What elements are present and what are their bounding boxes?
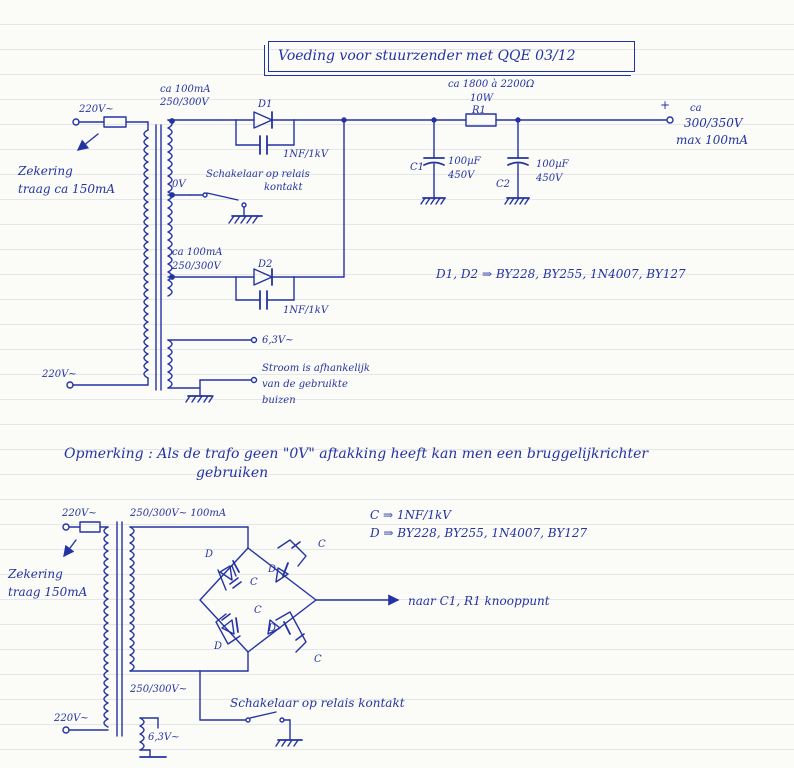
fuse-label-1: Zekering: [18, 164, 73, 178]
output-terminal-top: [666, 116, 674, 124]
resistor-value-label: ca 1800 à 2200Ω: [448, 79, 535, 90]
fuse-label-2: traag ca 150mA: [18, 182, 116, 196]
transformer-secondary-hv: [167, 119, 173, 297]
hv-winding-bottom-voltage: 250/300V: [172, 261, 221, 272]
capacitor-c1: [420, 117, 446, 205]
relay-switch-bottom: [199, 670, 303, 747]
mains-input-label-bottom: 220V~: [42, 369, 77, 380]
bottom-heater-voltage: 6,3V~: [148, 732, 180, 743]
fuse-symbol-bottom: [79, 521, 101, 533]
d2-label: D2: [258, 259, 273, 270]
bridge-d-label-3: D: [214, 641, 223, 652]
fuse-symbol: [103, 116, 127, 128]
transformer-secondary-bottom: [129, 526, 135, 672]
bottom-fuse-label-1: Zekering: [8, 567, 63, 581]
heater-winding-bottom: [139, 717, 167, 758]
relay-switch-top: [189, 192, 263, 224]
bridge-c-label-4: C: [314, 654, 322, 665]
output-label-3: max 100mA: [676, 133, 749, 147]
remark-line-2: gebruiken: [196, 465, 269, 481]
bridge-c-label-2: C: [318, 539, 326, 550]
c1-value-1: 100µF: [448, 156, 481, 167]
bottom-hv-winding-label: 250/300V~ 100mA: [130, 508, 227, 519]
bottom-mains-label-bottom: 220V~: [54, 713, 89, 724]
d2-cap-label: 1NF/1kV: [283, 305, 329, 316]
bridge-rectifier: [199, 539, 317, 653]
diode-d1: [235, 111, 295, 155]
remark-line-1: Opmerking : Als de trafo geen "0V" aftak…: [64, 446, 649, 462]
transformer-primary: [143, 129, 149, 379]
title-box: [268, 41, 635, 72]
diagram-title: Voeding voor stuurzender met QQE 03/12: [278, 48, 576, 64]
c2-label: C2: [496, 179, 511, 190]
bridge-d-label-2: D: [268, 564, 277, 575]
hv-winding-bottom-current: ca 100mA: [172, 247, 223, 258]
resistor-name-label: R1: [472, 105, 486, 116]
output-label-1: ca: [690, 103, 702, 114]
cap-spec-label: C ⇒ 1NF/1kV: [370, 508, 451, 522]
heater-note-3: buizen: [262, 395, 296, 406]
c1-label: C1: [410, 162, 425, 173]
bottom-hv-winding-tap-label: 250/300V~: [130, 684, 188, 695]
c1-value-2: 450V: [448, 170, 475, 181]
diode-d2: [235, 268, 295, 310]
c2-value-1: 100µF: [536, 159, 569, 170]
output-plus-sign: +: [660, 98, 671, 112]
bridge-d-label-4: D: [268, 623, 277, 634]
heater-winding-top: [167, 336, 258, 403]
hv-winding-top-current: ca 100mA: [160, 84, 211, 95]
diode-spec-label: D ⇒ BY228, BY255, 1N4007, BY127: [370, 526, 588, 540]
heater-note-1: Stroom is afhankelijk: [262, 363, 370, 374]
bottom-circuit: [62, 521, 400, 758]
d1-label: D1: [258, 99, 273, 110]
hv-winding-top-voltage: 250/300V: [160, 97, 209, 108]
mains-input-label-top: 220V~: [79, 104, 114, 115]
mains-input-top: [66, 116, 149, 389]
center-tap-label: 0V: [172, 179, 186, 190]
resistor-power-label: 10W: [470, 93, 494, 104]
bridge-c-label-1: C: [250, 577, 258, 588]
transformer-primary-bottom: [103, 526, 109, 728]
bridge-c-label-3: C: [254, 605, 262, 616]
heater-note-2: van de gebruikte: [262, 379, 348, 390]
bridge-output-label: naar C1, R1 knooppunt: [408, 594, 550, 608]
output-label-2: 300/350V: [684, 116, 743, 130]
c2-value-2: 450V: [536, 173, 563, 184]
switch-label-2: kontakt: [264, 182, 303, 193]
diode-types-label: D1, D2 ⇒ BY228, BY255, 1N4007, BY127: [436, 267, 686, 281]
bridge-d-label-1: D: [205, 549, 214, 560]
switch-label-1: Schakelaar op relais: [206, 169, 310, 180]
bottom-fuse-label-2: traag 150mA: [8, 585, 88, 599]
top-circuit: [66, 111, 674, 403]
bottom-mains-label-top: 220V~: [62, 508, 97, 519]
bottom-switch-label: Schakelaar op relais kontakt: [230, 696, 405, 710]
capacitor-c2: [504, 117, 530, 205]
heater-voltage-label: 6,3V~: [262, 335, 294, 346]
d1-cap-label: 1NF/1kV: [283, 149, 329, 160]
